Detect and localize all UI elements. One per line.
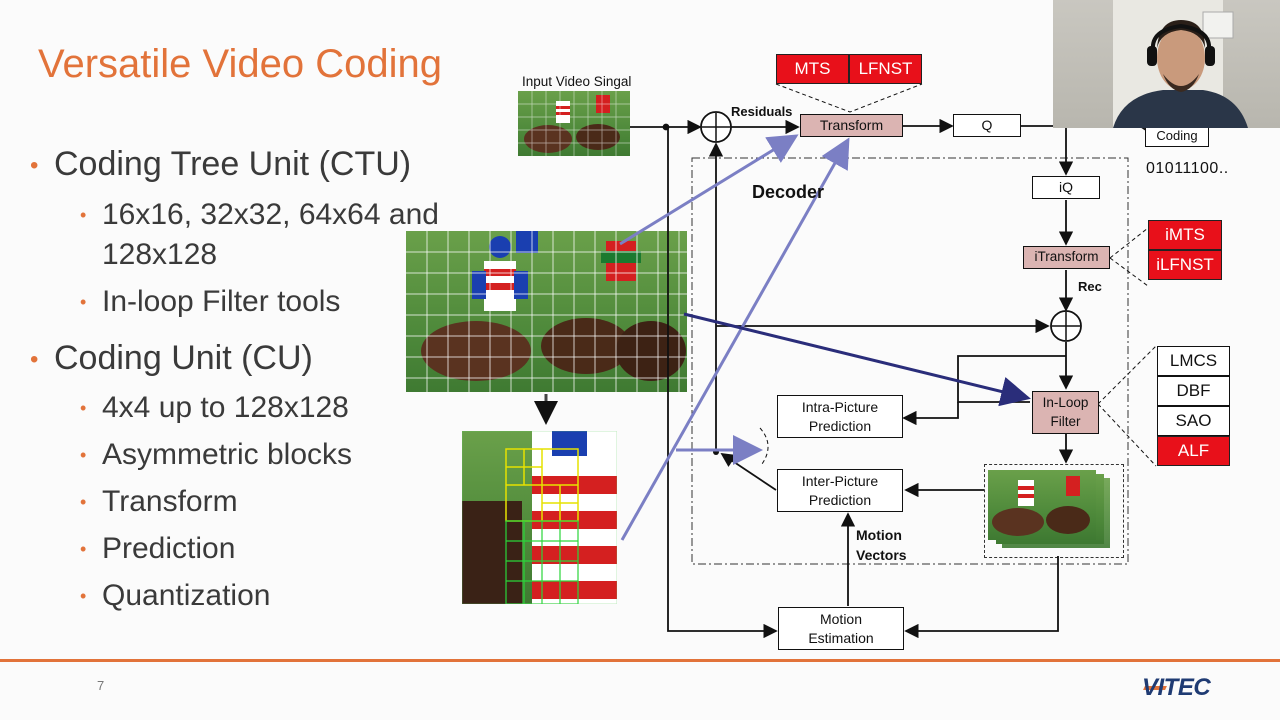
bullet-dot: • — [80, 398, 87, 418]
motion-vectors-label: Motion Vectors — [856, 527, 907, 563]
lfnst-tool: LFNST — [849, 54, 922, 84]
frame-buffer-front — [988, 470, 1096, 540]
decoder-label: Decoder — [752, 182, 825, 202]
inverse-transform-box: iTransform — [1023, 246, 1110, 269]
circle-plus-icon — [700, 111, 732, 143]
bullet-ctu: Coding Tree Unit (CTU) — [54, 145, 412, 183]
in-loop-filter-box: In-Loop Filter — [1032, 391, 1099, 434]
bullet-dot: • — [80, 492, 87, 512]
intra-prediction-box: Intra-Picture Prediction — [777, 395, 903, 438]
bullet-transform: Transform — [102, 485, 238, 518]
transform-box: Transform — [800, 114, 903, 137]
bullet-dot: • — [30, 346, 39, 373]
alf-tool: ALF — [1157, 436, 1230, 466]
lmcs-tool: LMCS — [1157, 346, 1230, 376]
bullet-dot: • — [80, 586, 87, 606]
coding-box: Coding — [1145, 125, 1209, 147]
motion-estimation-box: Motion Estimation — [778, 607, 904, 650]
bullet-ctu-sizes-cont: 128x128 — [102, 238, 218, 271]
circle-plus-icon — [1050, 310, 1082, 342]
bullet-dot: • — [80, 205, 87, 225]
dbf-tool: DBF — [1157, 376, 1230, 406]
frame-buffer — [984, 464, 1124, 558]
imts-tool: iMTS — [1148, 220, 1222, 250]
bullet-dot: • — [80, 539, 87, 559]
bitstream-label: 01011100.. — [1146, 160, 1229, 177]
inverse-quantizer-box: iQ — [1032, 176, 1100, 199]
bullet-asym: Asymmetric blocks — [102, 438, 353, 471]
decoder-region — [691, 157, 1129, 565]
bullet-dot: • — [80, 445, 87, 465]
slide-title: Versatile Video Coding — [38, 42, 442, 86]
bullet-quantization: Quantization — [102, 579, 271, 612]
quantizer-box: Q — [953, 114, 1021, 137]
input-video-image — [518, 91, 630, 156]
bullet-cu-size: 4x4 up to 128x128 — [102, 391, 349, 424]
residuals-label: Residuals — [731, 104, 793, 119]
vitec-logo: VITEC — [1142, 674, 1211, 701]
footer-rule — [0, 659, 1280, 662]
bullet-dot: • — [30, 152, 39, 179]
bullet-prediction: Prediction — [102, 532, 236, 565]
sao-tool: SAO — [1157, 406, 1230, 436]
bullet-inloop: In-loop Filter tools — [102, 285, 341, 318]
input-video-label: Input Video Singal — [522, 74, 632, 89]
webcam-presenter — [1053, 0, 1280, 128]
rec-label: Rec — [1078, 279, 1102, 294]
bullet-ctu-sizes: 16x16, 32x32, 64x64 and — [102, 198, 439, 231]
bullet-dot: • — [80, 292, 87, 312]
cu-partition-image — [462, 431, 617, 604]
page-number: 7 — [97, 678, 105, 693]
ilfnst-tool: iLFNST — [1148, 250, 1222, 280]
mts-tool: MTS — [776, 54, 849, 84]
inter-prediction-box: Inter-Picture Prediction — [777, 469, 903, 512]
bullet-cu: Coding Unit (CU) — [54, 339, 313, 377]
ctu-grid-image — [406, 231, 687, 392]
